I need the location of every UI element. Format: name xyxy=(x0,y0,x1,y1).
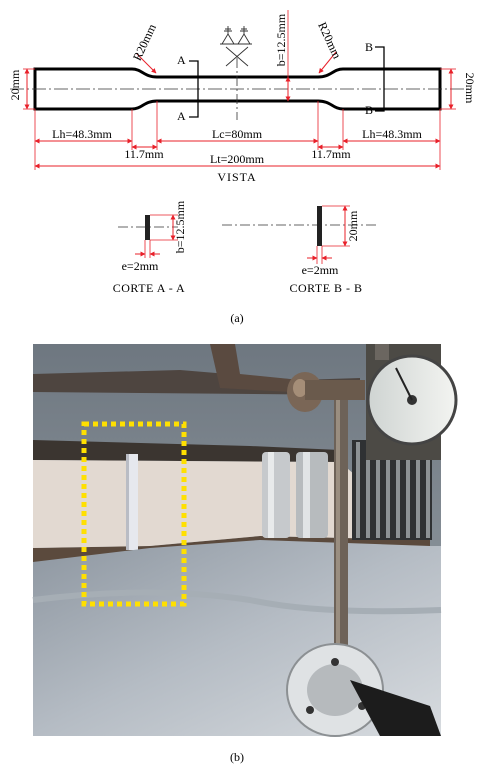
section-mark-b-bottom: B xyxy=(365,103,373,117)
section-a-label: CORTE A - A xyxy=(113,281,185,295)
section-a-profile xyxy=(145,215,150,240)
section-mark-a-bottom: A xyxy=(177,109,186,123)
caption-a: (a) xyxy=(230,311,243,325)
specimen-drawing: A A B B R20mm R20mm b=12.5mm 20mm 20mm xyxy=(8,10,477,184)
radius-label-left: R20mm xyxy=(130,21,159,63)
section-mark-b-top: B xyxy=(365,40,373,54)
vista-label: VISTA xyxy=(217,170,256,184)
dim-gap-right-label: 11.7mm xyxy=(311,147,351,161)
section-cut-b xyxy=(375,46,385,112)
dim-h-right-label: 20mm xyxy=(463,73,477,104)
dim-lh-left-label: Lh=48.3mm xyxy=(52,127,112,141)
section-b-thickness-label: e=2mm xyxy=(302,263,339,277)
dim-gap-left-label: 11.7mm xyxy=(124,147,164,161)
section-mark-a-top: A xyxy=(177,53,186,67)
radius-leader-left xyxy=(136,53,157,74)
section-b-view: 20mm e=2mm CORTE B - B xyxy=(222,205,378,295)
section-a-width-label: b=12.5mm xyxy=(173,200,187,253)
dim-lc-label: Lc=80mm xyxy=(212,127,263,141)
section-a-thickness-label: e=2mm xyxy=(122,259,159,273)
section-cut-a xyxy=(189,60,199,118)
specimen-highlight-box xyxy=(81,421,187,607)
surface-finish-symbol xyxy=(220,26,252,67)
section-b-profile xyxy=(317,206,322,246)
radius-label-right: R20mm xyxy=(315,20,344,62)
caption-b: (b) xyxy=(230,750,244,764)
dim-lh-right-label: Lh=48.3mm xyxy=(362,127,422,141)
dim-h-left-label: 20mm xyxy=(8,69,22,100)
section-b-width-label: 20mm xyxy=(346,210,360,241)
section-a-view: b=12.5mm e=2mm CORTE A - A xyxy=(113,200,187,295)
radius-leader-right xyxy=(318,51,337,74)
test-setup-photo xyxy=(32,344,458,737)
dim-lt-label: Lt=200mm xyxy=(210,152,265,166)
section-b-label: CORTE B - B xyxy=(289,281,362,295)
dim-b-label: b=12.5mm xyxy=(274,13,288,66)
